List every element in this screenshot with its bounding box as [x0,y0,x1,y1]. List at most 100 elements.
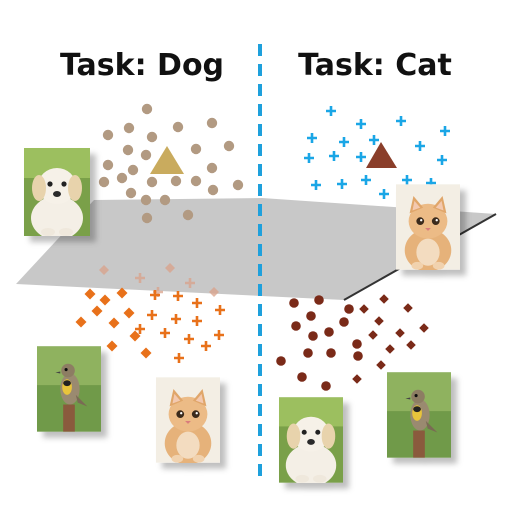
negative-point-orange [129,330,141,342]
cat-cluster-point [379,189,389,199]
cat-cluster-point [402,175,412,185]
dog-cluster-point [141,212,153,224]
negative-point-brown [326,348,336,358]
cat-cluster-point [415,141,425,151]
dog-cluster-point [125,187,137,199]
cat-cluster-point [356,152,366,162]
plane-surface [16,198,496,300]
dog-image [279,397,343,483]
dog-cluster-point [146,131,158,143]
negative-point-orange [184,334,194,344]
negative-point-brown [291,321,301,331]
negative-point-brown [359,304,369,314]
faded-point [165,263,175,273]
title-task-dog: Task: Dog [60,48,224,83]
faded-point [209,287,219,297]
negative-point-orange [192,316,202,326]
cat-cluster-point [326,106,336,116]
dog-cluster-point [182,209,194,221]
negative-point-brown [321,381,331,391]
dog-cluster-point [98,176,110,188]
cat-cluster-point [329,151,339,161]
dog-cluster-point [116,172,128,184]
negative-point-brown [403,303,413,313]
cat-cluster-point [437,155,447,165]
dog-cluster-point [140,194,152,206]
negative-point-brown [419,323,429,333]
dog-cluster-point [232,179,244,191]
negative-point-orange [150,290,160,300]
negative-point-brown [289,298,299,308]
negative-point-orange [173,291,183,301]
dog-cluster-point [190,175,202,187]
negative-point-brown [308,331,318,341]
dog-cluster-point [206,162,218,174]
cat-cluster-point [356,119,366,129]
negative-point-brown [306,311,316,321]
dog-cluster-point [172,121,184,133]
negative-point-orange [91,305,103,317]
negative-point-orange [214,330,224,340]
dog-cluster-point [223,140,235,152]
dog-cluster-point [140,149,152,161]
negative-point-brown [352,374,362,384]
negative-point-orange [201,341,211,351]
cat-cluster-point [339,137,349,147]
negative-point-orange [174,353,184,363]
puppy-photo [24,148,90,236]
negative-point-brown [276,356,286,366]
dog-cluster-point [170,175,182,187]
negative-point-brown [353,351,363,361]
dog-cluster-point [127,164,139,176]
kitten-photo [396,184,460,270]
negative-point-brown [368,330,378,340]
negative-point-brown [385,344,395,354]
cat-cluster-point [440,126,450,136]
title-task-cat: Task: Cat [298,48,452,83]
cat-cluster-point [337,179,347,189]
negative-point-brown [324,327,334,337]
negative-point-brown [374,316,384,326]
dog-cluster-point [141,103,153,115]
negative-point-brown [314,295,324,305]
cat-prototype-triangle [366,142,397,168]
faded-point [135,273,145,283]
negative-point-orange [116,287,128,299]
cat-image [156,377,220,463]
negative-point-brown [352,339,362,349]
dog-cluster-point [122,144,134,156]
negative-point-orange [108,317,120,329]
dog-cluster-point [206,117,218,129]
negative-point-orange [99,294,111,306]
negative-point-brown [303,348,313,358]
negative-point-orange [106,340,118,352]
cat-cluster-point [361,175,371,185]
dog-cluster-point [102,159,114,171]
above-plane-points [98,103,450,224]
dog-image [24,148,90,236]
cat-image [396,184,460,270]
cat-cluster-point [369,135,379,145]
negative-point-orange [84,288,96,300]
dog-cluster-point [159,194,171,206]
dog-cluster-point [102,129,114,141]
negative-point-brown [406,340,416,350]
negative-point-orange [147,310,157,320]
negative-point-orange [160,328,170,338]
negative-point-orange [123,307,135,319]
negative-point-brown [395,328,405,338]
negative-point-orange [171,314,181,324]
dog-cluster-point [146,176,158,188]
cat-cluster-point [307,133,317,143]
bird-image [387,372,451,458]
negative-point-brown [379,294,389,304]
puppy-photo [279,397,343,483]
bird-image [37,346,101,432]
negative-point-brown [376,360,386,370]
cat-cluster-point [396,116,406,126]
bird-photo [387,372,451,458]
dog-cluster-point [123,122,135,134]
negative-point-orange [192,298,202,308]
faded-point [185,278,195,288]
